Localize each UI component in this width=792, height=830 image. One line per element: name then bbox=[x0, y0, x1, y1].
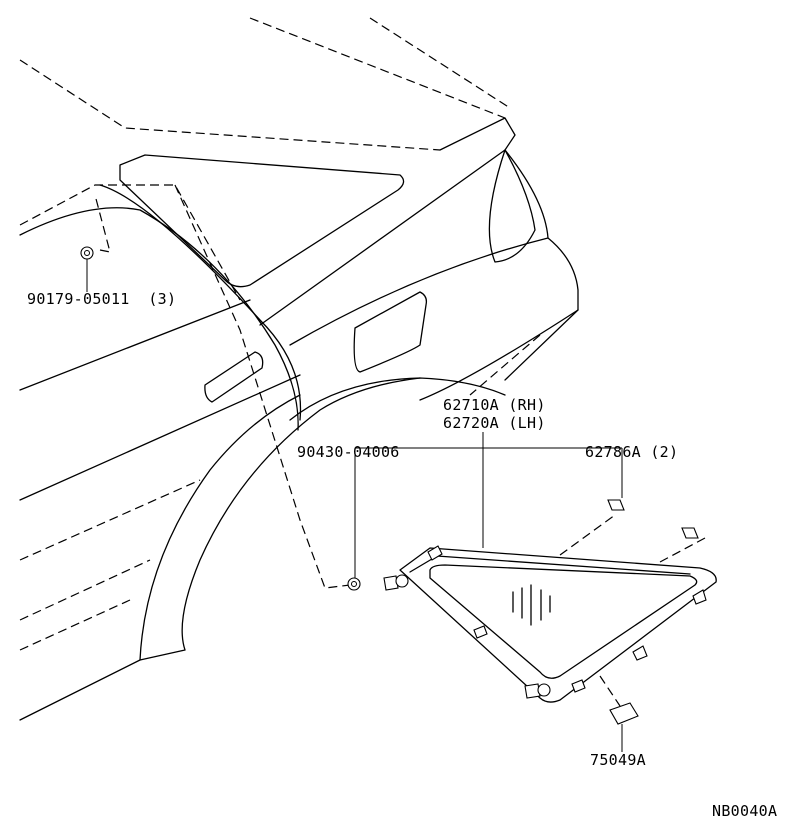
rear-window bbox=[119, 154, 405, 288]
clip-nut-top-inner bbox=[84, 250, 90, 256]
nut-retainer-inner bbox=[351, 581, 357, 587]
fuel-door bbox=[353, 291, 428, 373]
panel-tab-2 bbox=[473, 625, 488, 639]
label-quarter-window-rh: 62710A (RH) bbox=[443, 396, 546, 414]
roof-dashed-outline-3 bbox=[369, 17, 511, 109]
label-clip-nut-top: 90179-05011 (3) bbox=[27, 290, 177, 308]
c-pillar-inner bbox=[19, 207, 299, 431]
door-handle bbox=[204, 351, 264, 403]
wheel-arch bbox=[139, 377, 421, 661]
label-nut-retainer: 90430-04006 bbox=[297, 443, 400, 461]
bumper-dashed bbox=[469, 334, 541, 396]
rear-body-outline bbox=[419, 117, 579, 401]
clip-upper-2-dashed bbox=[659, 537, 706, 563]
panel-tab-1 bbox=[427, 545, 443, 561]
bumper-edge bbox=[504, 309, 579, 381]
stud-bottom-icon bbox=[524, 683, 541, 699]
clip-upper-dashed bbox=[559, 514, 616, 556]
roof-dashed-outline bbox=[19, 59, 441, 151]
c-pillar-outline bbox=[99, 184, 302, 421]
belt-line bbox=[19, 299, 251, 391]
nut-retainer-icon bbox=[347, 577, 361, 591]
panel-tab-4 bbox=[632, 645, 648, 661]
pillar-dashed-outline bbox=[19, 184, 241, 301]
label-clip-upper: 62786A (2) bbox=[585, 443, 679, 461]
label-clip-lower: 75049A bbox=[590, 751, 646, 769]
trunk-edge bbox=[259, 149, 506, 326]
quarter-window-glass bbox=[429, 564, 698, 679]
clip-lower-icon bbox=[609, 702, 639, 725]
rocker-line bbox=[19, 659, 141, 721]
trunk-lid-line bbox=[289, 237, 549, 346]
label-quarter-window-lh: 62720A (LH) bbox=[443, 414, 546, 432]
roof-dashed-outline-2 bbox=[249, 17, 506, 119]
diagram-id: NB0040A bbox=[712, 802, 778, 820]
rocker-dashed-3 bbox=[19, 599, 131, 651]
tail-lamp bbox=[488, 149, 536, 263]
clip-top-dashed-leader bbox=[94, 194, 111, 253]
panel-tab-5 bbox=[692, 589, 707, 605]
clip-upper-icon bbox=[607, 499, 625, 511]
clip-lower-dashed bbox=[599, 675, 621, 707]
clip-nut-top-icon bbox=[80, 246, 94, 260]
stud-left-head bbox=[395, 574, 409, 588]
panel-tab-3 bbox=[571, 679, 586, 693]
stud-left-icon bbox=[383, 575, 399, 591]
quarter-window-panel bbox=[399, 547, 717, 703]
rocker-dashed bbox=[19, 479, 201, 561]
stud-bottom-head bbox=[537, 683, 551, 697]
clip-upper-2-icon bbox=[681, 527, 699, 539]
body-side-line bbox=[19, 374, 301, 501]
rocker-dashed-2 bbox=[19, 559, 151, 621]
pillar-to-nut-dashed bbox=[174, 184, 351, 589]
